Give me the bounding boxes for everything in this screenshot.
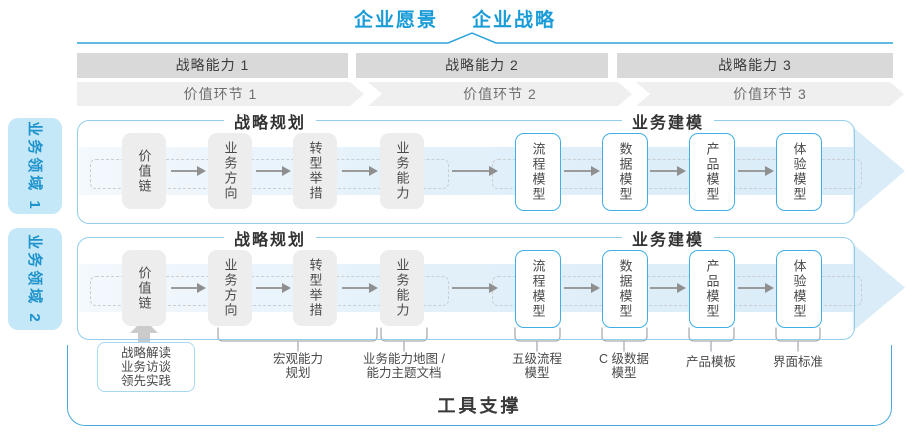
flow-arrow-icon xyxy=(564,283,600,293)
strategy-step-box: 价值链 xyxy=(122,133,166,209)
capability-bar: 战略能力 3 xyxy=(617,53,893,78)
dashed-lane xyxy=(90,276,449,306)
model-box-label: 体验模型 xyxy=(791,142,807,202)
strategy-step-box: 业务能力 xyxy=(380,133,424,209)
strategy-step-label: 转型举措 xyxy=(307,258,323,318)
value-link-segment: 价值环节 2 xyxy=(368,82,632,106)
value-link-segment: 价值环节 1 xyxy=(77,82,364,106)
header-notch-line xyxy=(77,32,893,44)
model-box-label: 数据模型 xyxy=(617,259,633,319)
strategy-step-label: 业务能力 xyxy=(394,141,410,201)
value-link-segment: 价值环节 3 xyxy=(636,82,904,106)
model-box-label: 体验模型 xyxy=(791,259,807,319)
strategy-step-label: 业务方向 xyxy=(222,258,238,318)
model-box: 数据模型 xyxy=(602,133,648,211)
section-heading: 业务建模 xyxy=(621,109,715,133)
annotation-label: 产品模板 xyxy=(685,355,737,369)
flow-arrow-icon xyxy=(256,283,291,293)
annotation-label: 宏观能力 规划 xyxy=(272,352,324,380)
flow-arrow-icon xyxy=(171,283,206,293)
model-box-label: 流程模型 xyxy=(530,259,546,319)
model-box-label: 数据模型 xyxy=(617,142,633,202)
business-domain-tab: 业务领域 1 xyxy=(8,118,62,214)
business-domain-tab: 业务领域 2 xyxy=(8,228,62,330)
flow-arrow-icon xyxy=(650,283,686,293)
capability-bar: 战略能力 1 xyxy=(77,53,348,78)
flow-arrow-icon xyxy=(342,283,378,293)
title-strategy: 企业战略 xyxy=(472,10,557,31)
strategy-step-label: 价值链 xyxy=(136,265,152,311)
strategy-step-box: 转型举措 xyxy=(293,133,337,209)
strategy-step-box: 业务方向 xyxy=(208,133,252,209)
model-box-label: 流程模型 xyxy=(530,142,546,202)
model-box: 产品模型 xyxy=(689,133,735,211)
flow-arrow-icon xyxy=(738,283,774,293)
flow-arrow-icon xyxy=(256,166,291,176)
strategy-step-box: 价值链 xyxy=(122,250,166,326)
model-box-label: 产品模型 xyxy=(704,142,720,202)
flow-arrow-icon xyxy=(171,166,206,176)
strategy-step-label: 价值链 xyxy=(136,148,152,194)
strategy-step-box: 转型举措 xyxy=(293,250,337,326)
flow-arrow-icon xyxy=(738,166,774,176)
annotation-label: C 级数据 模型 xyxy=(598,352,650,380)
strategy-step-label: 业务方向 xyxy=(222,141,238,201)
business-domain-label: 业务领域 2 xyxy=(25,233,43,325)
capability-bar: 战略能力 2 xyxy=(356,53,608,78)
strategy-step-box: 业务能力 xyxy=(380,250,424,326)
flow-arrow-icon xyxy=(342,166,378,176)
diagram-title: 企业愿景 企业战略 xyxy=(0,5,910,32)
model-box: 产品模型 xyxy=(689,250,735,328)
annotation-box: 战略解读 业务访谈 领先实践 xyxy=(97,342,195,392)
section-heading: 业务建模 xyxy=(621,226,715,250)
model-box: 体验模型 xyxy=(776,133,822,211)
annotation-label: 五级流程 模型 xyxy=(511,352,563,380)
tool-support-container: 工具支撑 xyxy=(67,345,892,426)
dashed-lane xyxy=(90,159,449,189)
strategy-step-label: 业务能力 xyxy=(394,258,410,318)
strategy-step-box: 业务方向 xyxy=(208,250,252,326)
section-heading: 战略规划 xyxy=(223,109,317,133)
annotation-label: 界面标准 xyxy=(772,355,824,369)
model-box: 流程模型 xyxy=(515,250,561,328)
model-box-label: 产品模型 xyxy=(704,259,720,319)
model-box: 体验模型 xyxy=(776,250,822,328)
section-heading: 战略规划 xyxy=(223,226,317,250)
business-domain-label: 业务领域 1 xyxy=(25,120,43,212)
title-vision: 企业愿景 xyxy=(353,10,438,31)
model-box: 流程模型 xyxy=(515,133,561,211)
model-box: 数据模型 xyxy=(602,250,648,328)
flow-arrow-icon xyxy=(650,166,686,176)
tool-support-label: 工具支撑 xyxy=(437,396,522,416)
flow-arrow-icon xyxy=(452,283,498,293)
strategy-step-label: 转型举措 xyxy=(307,141,323,201)
flow-arrow-icon xyxy=(452,166,498,176)
annotation-label: 业务能力地图 / 能力主题文档 xyxy=(363,352,445,380)
flow-arrow-icon xyxy=(564,166,600,176)
